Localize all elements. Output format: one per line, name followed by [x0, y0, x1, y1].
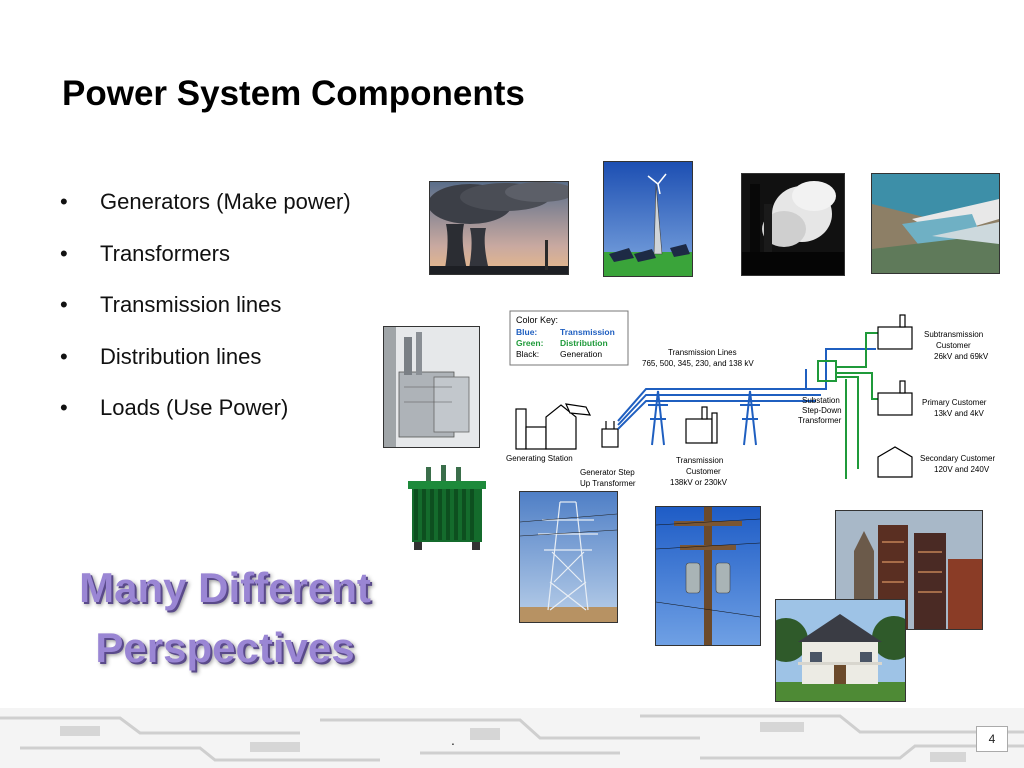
green-transformer-photo [406, 465, 488, 550]
step-up-transformer-icon [601, 421, 619, 448]
bullet-item: • Transmission lines [60, 289, 351, 341]
bullet-text: Loads (Use Power) [100, 395, 289, 420]
bullet-glyph: • [60, 292, 68, 317]
transmission-tower-photo [519, 491, 618, 623]
hydro-dam-photo [871, 173, 1000, 274]
color-key-blue-name: Blue: [516, 327, 537, 337]
bullet-glyph: • [60, 240, 68, 266]
label-transmission-voltages: 765, 500, 345, 230, and 138 kV [642, 359, 754, 368]
footer-mark: . [451, 732, 455, 748]
substation-photo [383, 326, 480, 448]
bullet-text: Distribution lines [100, 343, 262, 369]
utility-pole-photo [655, 506, 761, 646]
footer-circuit-pattern [0, 708, 1024, 768]
label-substation-1: Substation [802, 396, 840, 405]
bullet-item: • Generators (Make power) [60, 186, 351, 238]
color-key-green-meaning: Distribution [560, 338, 608, 348]
transmission-customer-icon [685, 406, 718, 444]
label-subtrans-1: Subtransmission [924, 330, 983, 339]
tagline: Many Different Perspectives [40, 558, 410, 678]
customer-building-icons [877, 314, 913, 478]
label-substation-2: Step-Down [802, 406, 842, 415]
page-number: 4 [976, 726, 1008, 752]
label-generating-station: Generating Station [506, 454, 573, 463]
bullet-glyph: • [60, 343, 68, 369]
color-key-heading: Color Key: [516, 315, 558, 325]
slide-title: Power System Components [62, 74, 525, 113]
label-primary-1: Primary Customer [922, 398, 987, 407]
label-secondary-1: Secondary Customer [920, 454, 995, 463]
label-transmission-lines: Transmission Lines [668, 348, 737, 357]
label-subtrans-3: 26kV and 69kV [934, 352, 989, 361]
label-trans-customer-2: Customer [686, 467, 721, 476]
house-photo [775, 599, 906, 702]
tagline-line-1: Many Different [79, 564, 371, 611]
smokestack-photo [741, 173, 845, 276]
transmission-tower-icon [648, 390, 760, 446]
bullet-list: • Generators (Make power) • Transformers •… [60, 186, 351, 444]
label-primary-2: 13kV and 4kV [934, 409, 984, 418]
label-substation-3: Transformer [798, 416, 842, 425]
label-secondary-2: 120V and 240V [934, 465, 990, 474]
bullet-text: Transformers [100, 240, 230, 266]
power-system-diagram: Color Key: Blue: Transmission Green: Dis… [506, 309, 1016, 491]
color-key-black-name: Black: [516, 349, 539, 359]
label-step-up-1: Generator Step [580, 468, 635, 477]
tagline-line-2: Perspectives [95, 624, 355, 671]
color-key-green-name: Green: [516, 338, 544, 348]
bullet-glyph: • [60, 395, 68, 420]
wind-turbine-photo [603, 161, 693, 277]
bullet-glyph: • [60, 189, 68, 214]
color-key-blue-meaning: Transmission [560, 327, 615, 337]
transmission-lines [617, 348, 876, 430]
bullet-item: • Distribution lines [60, 341, 351, 393]
color-key-black-meaning: Generation [560, 349, 602, 359]
cooling-towers-photo [429, 181, 569, 275]
color-key: Color Key: Blue: Transmission Green: Dis… [509, 310, 629, 366]
bullet-item: • Loads (Use Power) [60, 392, 351, 444]
label-step-up-2: Up Transformer [580, 479, 636, 488]
bullet-text: Generators (Make power) [100, 189, 351, 214]
substation-icon [817, 332, 878, 479]
generating-station-icon [515, 403, 592, 450]
bullet-text: Transmission lines [100, 292, 282, 317]
label-trans-customer-1: Transmission [676, 456, 723, 465]
label-subtrans-2: Customer [936, 341, 971, 350]
bullet-item: • Transformers [60, 238, 351, 290]
label-trans-customer-3: 138kV or 230kV [670, 478, 728, 487]
